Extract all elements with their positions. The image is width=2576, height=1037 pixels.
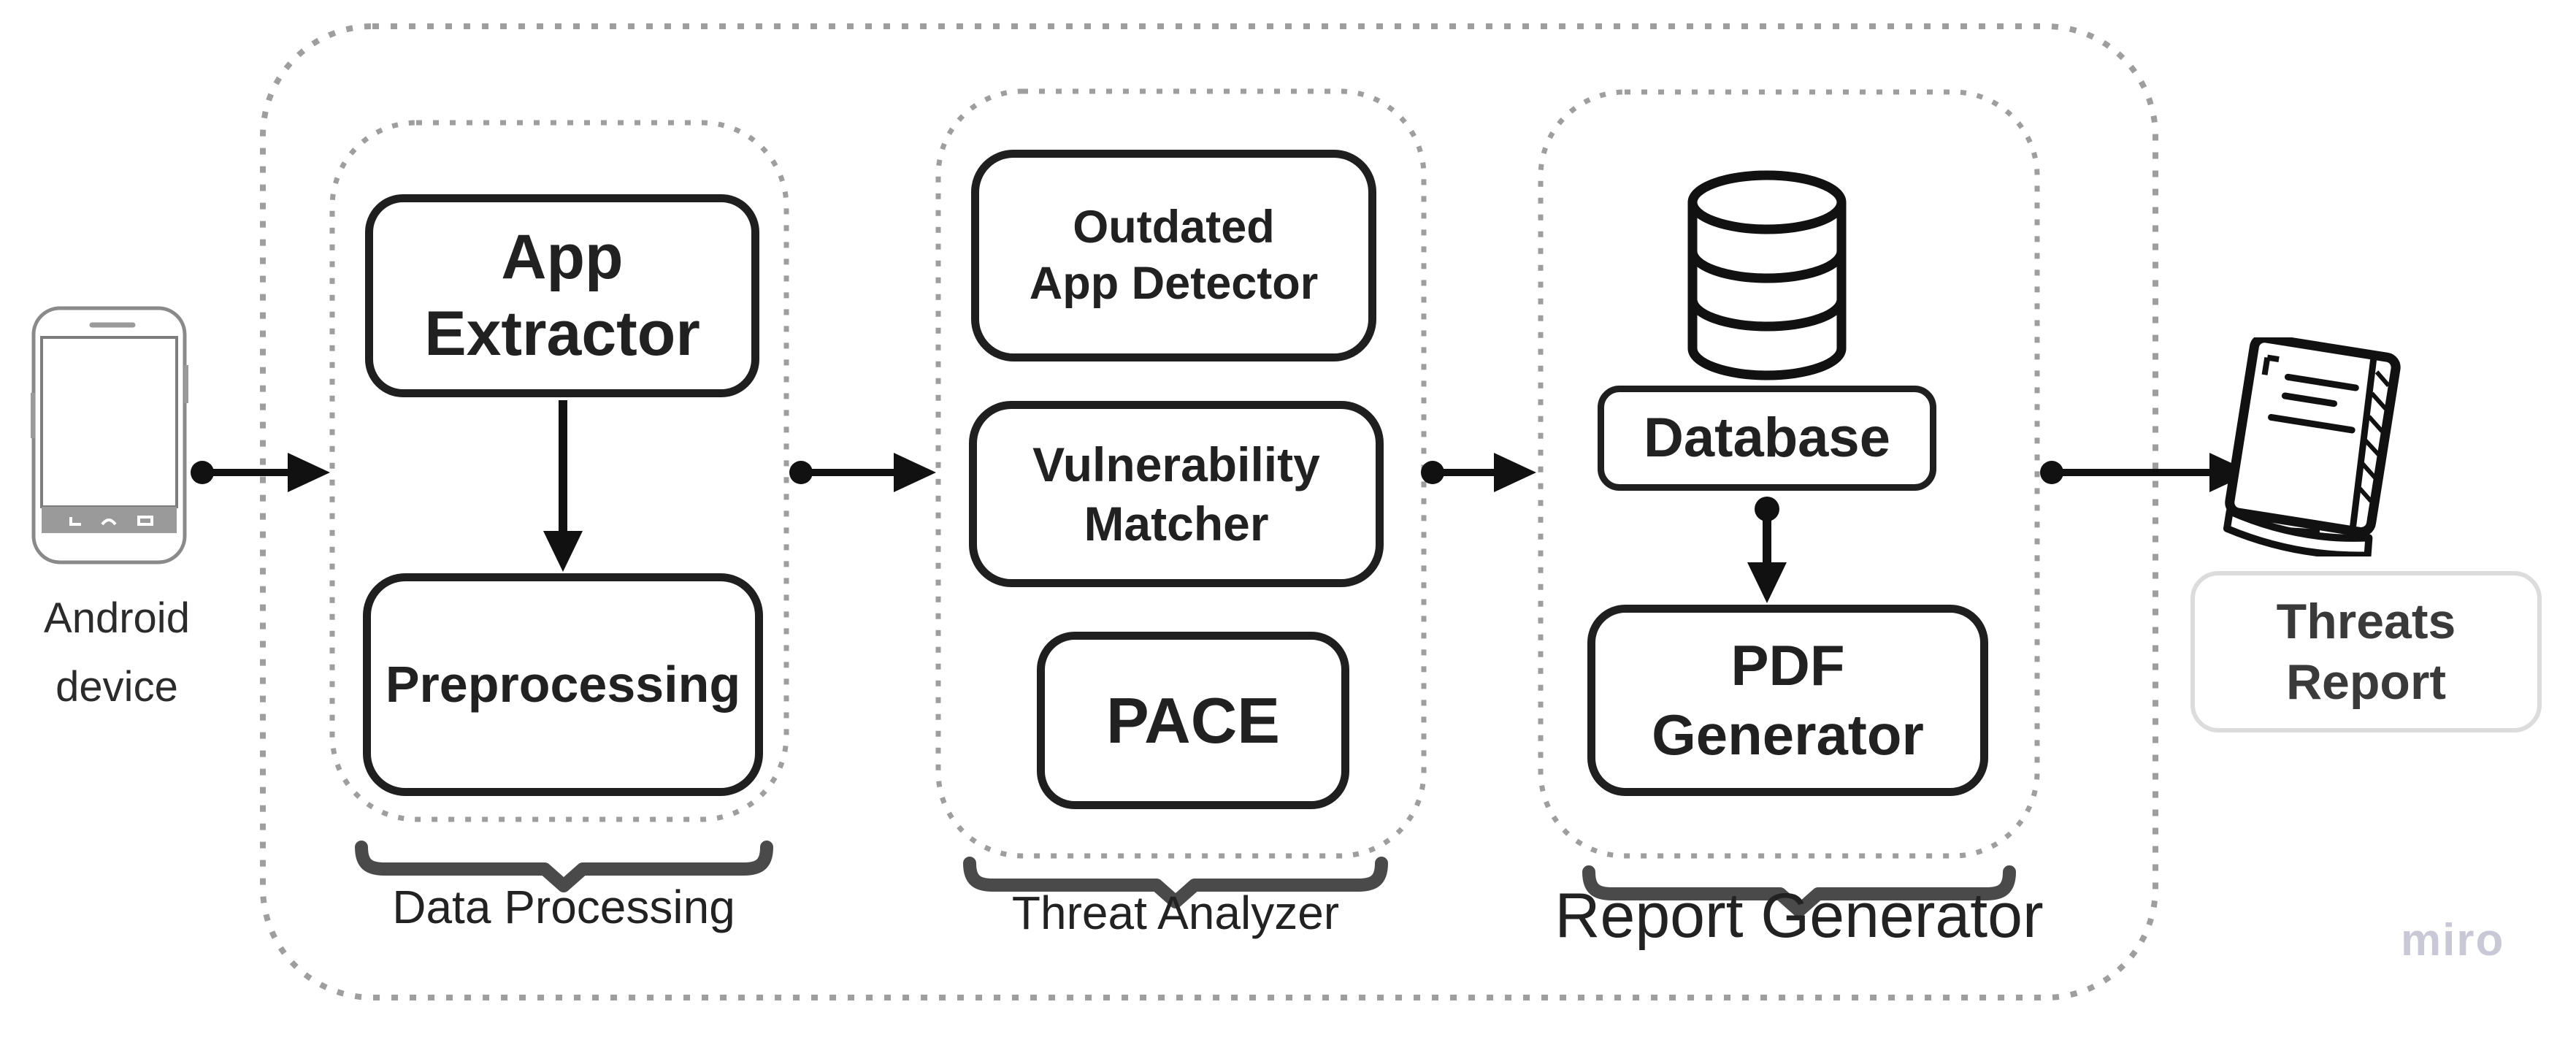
node-app-extractor-label: App Extractor	[424, 222, 700, 369]
book-pages	[2223, 508, 2373, 559]
group-report-generator-border	[1538, 89, 2040, 859]
node-preprocessing: Preprocessing	[363, 573, 763, 796]
brace-data-processing	[355, 841, 773, 892]
connector-threat-analyzer-to-report-generator	[1421, 453, 1536, 492]
connector-app-extractor-to-preprocessing	[543, 400, 583, 572]
connector-device-to-data-processing	[191, 453, 330, 492]
caption-data-processing: Data Processing	[392, 881, 735, 933]
node-outdated-app-detector-label: Outdated App Detector	[1029, 202, 1319, 309]
node-vulnerability-matcher-label: Vulnerability Matcher	[1032, 437, 1320, 551]
node-pdf-generator-label: PDF Generator	[1652, 632, 1924, 767]
book-corner-mark	[2261, 354, 2280, 375]
node-database: Database	[1598, 386, 1936, 491]
caption-report-generator: Report Generator	[1555, 881, 2044, 951]
threats-report-label: Threats Report	[2276, 593, 2456, 710]
connector-database-to-pdf-generator	[1747, 497, 1787, 603]
android-device-label: Android device	[44, 594, 190, 711]
phone-screen	[40, 336, 178, 508]
database-cylinder-icon	[1683, 169, 1851, 381]
brace-threat-analyzer	[963, 857, 1388, 908]
node-preprocessing-label: Preprocessing	[385, 655, 741, 713]
node-pace-label: PACE	[1106, 684, 1280, 757]
caption-threat-analyzer: Threat Analyzer	[1011, 887, 1340, 939]
android-phone-icon	[31, 305, 191, 567]
node-vulnerability-matcher: Vulnerability Matcher	[969, 401, 1384, 587]
threats-report-box: Threats Report	[2190, 571, 2542, 732]
brace-report-generator	[1582, 865, 2016, 917]
node-database-label: Database	[1644, 406, 1890, 469]
report-book-icon	[2216, 333, 2420, 559]
node-app-extractor: App Extractor	[365, 194, 759, 397]
phone-side-button-left	[31, 393, 35, 438]
node-pdf-generator: PDF Generator	[1587, 605, 1988, 796]
node-pace: PACE	[1037, 632, 1349, 809]
node-outdated-app-detector: Outdated App Detector	[971, 150, 1376, 361]
connector-data-processing-to-threat-analyzer	[789, 453, 936, 492]
miro-watermark: miro	[2401, 915, 2505, 965]
phone-side-button-right	[184, 365, 188, 403]
